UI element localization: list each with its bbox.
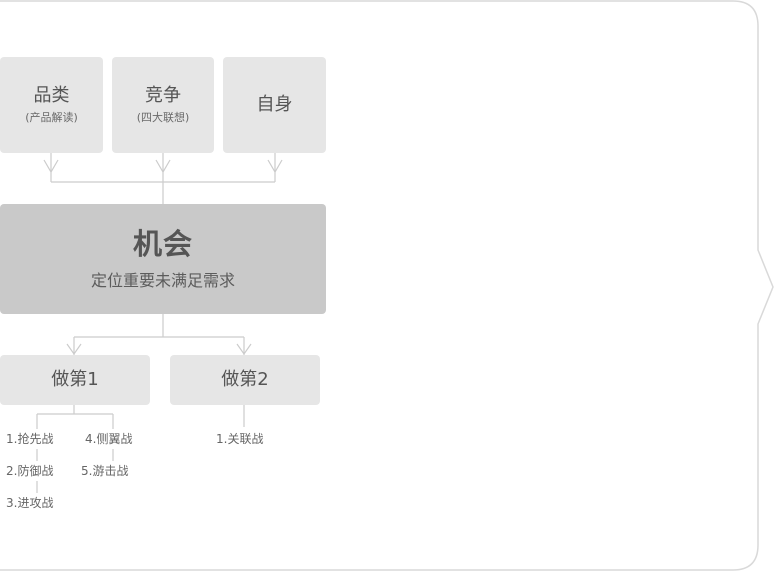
tactic-item: 4.侧翼战 bbox=[85, 432, 133, 446]
strategy-box-second: 做第2 bbox=[170, 355, 320, 405]
tactic-item: 5.游击战 bbox=[81, 464, 129, 478]
source-label: 竞争 bbox=[145, 85, 181, 106]
strategy-label: 做第2 bbox=[221, 369, 269, 390]
opportunity-title: 机会 bbox=[132, 227, 193, 261]
opportunity-subtitle: 定位重要未满足需求 bbox=[90, 271, 235, 290]
source-label: 自身 bbox=[256, 94, 293, 115]
source-sublabel: (四大联想) bbox=[136, 111, 190, 124]
source-box-competition: 竞争 (四大联想) bbox=[112, 57, 214, 153]
source-sublabel: (产品解读) bbox=[25, 111, 78, 124]
source-box-category: 品类 (产品解读) bbox=[0, 57, 103, 153]
strategy-box-first: 做第1 bbox=[0, 355, 150, 405]
tactic-item: 1.关联战 bbox=[216, 432, 264, 446]
tactic-item: 2.防御战 bbox=[6, 464, 54, 478]
source-label: 品类 bbox=[33, 85, 70, 106]
opportunity-box: 机会 定位重要未满足需求 bbox=[0, 204, 326, 314]
source-box-self: 自身 bbox=[223, 57, 326, 153]
tactic-item: 1.抢先战 bbox=[6, 432, 54, 446]
strategy-label: 做第1 bbox=[51, 369, 99, 390]
tactic-item: 3.进攻战 bbox=[6, 496, 54, 510]
